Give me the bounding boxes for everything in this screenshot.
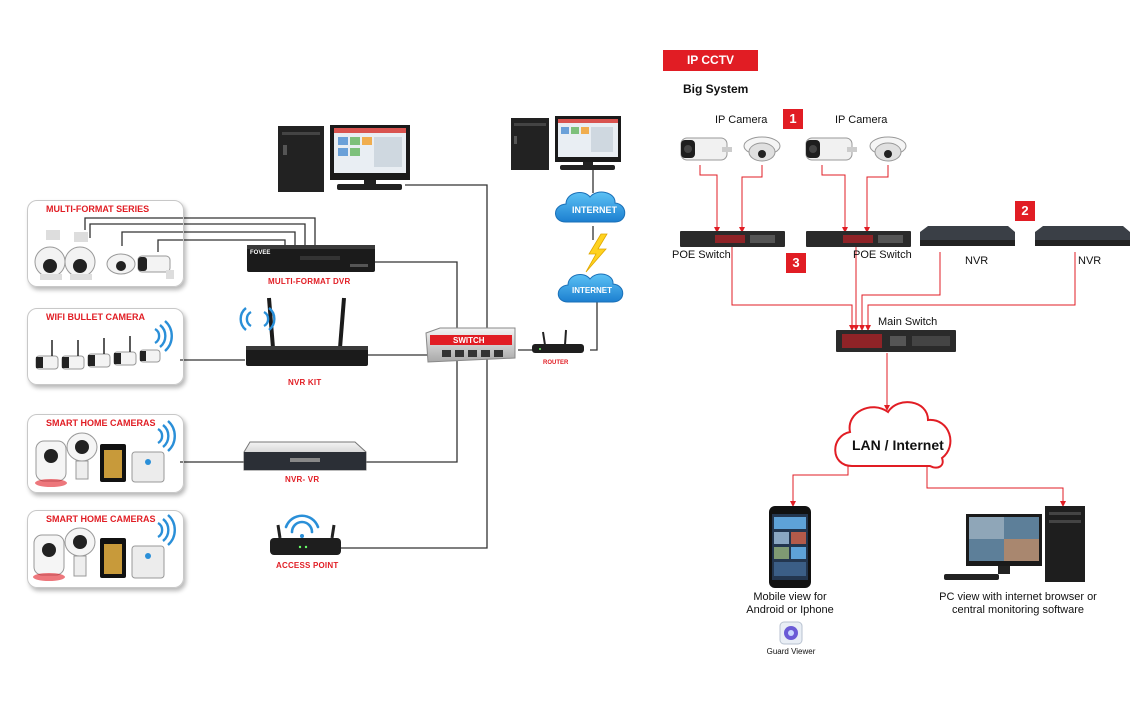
bullet-camera-2-icon [805, 137, 857, 161]
number-badge-2: 2 [1015, 201, 1035, 221]
guard-viewer-app-icon [779, 621, 803, 645]
smart-home-cameras-1-icon [35, 432, 165, 487]
wifi-signal-panel3-icon [157, 420, 176, 452]
left-wires [84, 168, 598, 549]
pc-caption-line2: central monitoring software [951, 604, 1085, 616]
ip-camera-1-label: IP Camera [715, 114, 768, 126]
internet-top-label: INTERNET [572, 205, 617, 215]
access-point-icon [270, 524, 341, 555]
bullet-camera-left-icon [137, 255, 174, 279]
dvr-brand-label: FOVEE [250, 250, 271, 256]
panel-multi-format: MULTI-FORMAT SERIES [27, 200, 184, 287]
wifi-signal-panel2-icon [154, 320, 173, 352]
wifi-signal-panel4-icon [157, 514, 176, 546]
nvr-2-label: NVR [1078, 255, 1102, 267]
wifi-bullet-cameras-icon [35, 336, 161, 370]
nvr-2-icon [1035, 226, 1130, 246]
internet-bottom-label: INTERNET [572, 286, 612, 295]
internet-cloud-bottom-icon [557, 273, 624, 303]
nvr-vr-icon [243, 441, 367, 471]
big-system-title: Big System [683, 82, 749, 96]
nvr-kit-label: NVR KIT [288, 378, 322, 387]
access-point-label: ACCESS POINT [276, 561, 339, 570]
router-icon [532, 329, 584, 353]
bullet-camera-1-icon [680, 137, 732, 161]
pc-caption-line1: PC view with internet browser or [939, 591, 1097, 603]
smart-home-cameras-2-icon [33, 527, 165, 581]
desktop-pc-left-icon [278, 125, 410, 192]
lightning-icon [585, 233, 608, 273]
panel-wifi-bullet: WIFI BULLET CAMERA [27, 308, 184, 385]
panel-smart-home-1: SMART HOME CAMERAS [27, 414, 184, 493]
desktop-pc-right-icon [511, 116, 621, 170]
ip-cctv-badge: IP CCTV [663, 50, 758, 71]
panel-smart-home-2: SMART HOME CAMERAS [27, 510, 184, 588]
ptz-camera-1-icon [34, 230, 66, 280]
switch-label: SWITCH [453, 336, 485, 345]
dvr-icon [247, 245, 375, 272]
wifi-signal-ap-icon [284, 514, 320, 538]
main-switch-icon [836, 330, 956, 352]
main-switch-label: Main Switch [878, 316, 938, 328]
number-badge-1: 1 [783, 109, 803, 129]
dome-camera-2-icon [869, 136, 907, 162]
guard-viewer-label: Guard Viewer [766, 647, 816, 656]
panel-title: SMART HOME CAMERAS [46, 418, 156, 428]
mobile-phone-icon [769, 506, 811, 588]
poe-switch-2-icon [806, 231, 911, 247]
lan-internet-label: LAN / Internet [852, 437, 944, 453]
dvr-label: MULTI-FORMAT DVR [268, 277, 351, 286]
panel-title: MULTI-FORMAT SERIES [46, 204, 150, 214]
dome-camera-left-icon [106, 253, 136, 275]
internet-cloud-top-icon [555, 191, 626, 223]
nvr-vr-label: NVR- VR [285, 475, 320, 484]
right-wires [699, 165, 1076, 507]
nvr-kit-icon [246, 297, 368, 366]
poe-switch-1-icon [680, 231, 785, 247]
pc-monitor-icon [944, 506, 1085, 582]
panel-title: WIFI BULLET CAMERA [46, 312, 145, 322]
router-label: ROUTER [543, 360, 569, 366]
panel-title: SMART HOME CAMERAS [46, 514, 156, 524]
dome-camera-1-icon [743, 136, 781, 162]
poe-switch-1-label: POE Switch [672, 249, 731, 261]
poe-switch-2-label: POE Switch [853, 249, 912, 261]
wifi-signal-nvr-icon [239, 307, 276, 331]
mobile-caption-line1: Mobile view for [753, 591, 827, 603]
nvr-1-label: NVR [965, 255, 989, 267]
nvr-1-icon [920, 226, 1015, 246]
number-badge-3: 3 [786, 253, 806, 273]
lan-internet-cloud-icon [834, 401, 952, 469]
ptz-camera-2-icon [64, 232, 96, 280]
switch-icon [425, 327, 516, 363]
mobile-caption-line2: Android or Iphone [746, 604, 834, 616]
ip-camera-2-label: IP Camera [835, 114, 888, 126]
